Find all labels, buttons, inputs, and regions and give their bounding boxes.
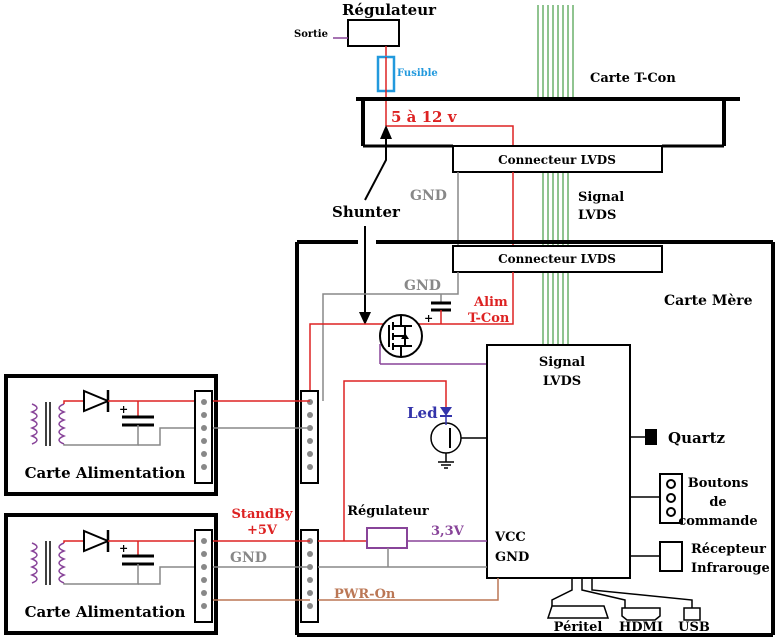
connector-bus-wire bbox=[551, 578, 573, 606]
chip-vcc-label: VCC bbox=[494, 530, 526, 545]
buttons-block bbox=[659, 473, 683, 524]
standby-label-1: StandBy bbox=[232, 507, 293, 522]
sortie-label: Sortie bbox=[294, 29, 328, 40]
mosfet-internals bbox=[388, 315, 412, 357]
signal-lvds-label-2: LVDS bbox=[578, 208, 616, 223]
recepteur-label-2: Infrarouge bbox=[691, 561, 770, 576]
boutons-label-3: commande bbox=[678, 514, 757, 529]
psu-bottom-connector bbox=[194, 529, 213, 623]
psu-bottom-diode bbox=[83, 529, 111, 553]
quartz-symbol bbox=[645, 429, 657, 445]
ir-receiver-symbol bbox=[659, 541, 683, 572]
led-label: Led bbox=[407, 404, 438, 422]
psu-top-cap-plus: + bbox=[119, 403, 128, 416]
mb-connector-top bbox=[300, 390, 319, 484]
gnd-mid-wire bbox=[322, 272, 459, 401]
boutons-label-1: Boutons bbox=[688, 476, 749, 491]
standby-label-2: +5V bbox=[247, 523, 278, 538]
chip-signal-label-2: LVDS bbox=[543, 374, 581, 389]
usb-connector-icon[interactable] bbox=[683, 607, 701, 621]
led-supply-wire bbox=[343, 380, 447, 541]
psu-top-gnd-out-wire bbox=[138, 427, 310, 446]
connector-bus-wire-3 bbox=[591, 578, 693, 608]
mosfet-diode bbox=[401, 333, 409, 339]
mb-connector-top-pins bbox=[307, 399, 313, 470]
shunter-label: Shunter bbox=[332, 203, 401, 221]
peritel-label: Péritel bbox=[554, 620, 603, 635]
gnd-mid-label: GND bbox=[404, 278, 441, 294]
psu-top-connector-pins bbox=[201, 399, 207, 470]
chip-signal-label-1: Signal bbox=[539, 355, 585, 370]
tcon-voltage-label: 5 à 12 v bbox=[391, 108, 458, 126]
lvds-signal-bundle bbox=[537, 5, 574, 345]
pwr-on-label: PWR-On bbox=[334, 587, 396, 602]
quartz-label: Quartz bbox=[668, 429, 726, 447]
lvds-connector-top bbox=[452, 145, 663, 173]
led-symbol bbox=[440, 407, 452, 416]
psu-bottom-board bbox=[4, 513, 218, 635]
cap-mid-plus: + bbox=[424, 312, 433, 325]
shunter-arrow-up bbox=[364, 131, 387, 201]
shunter-arrow-up-head bbox=[380, 125, 392, 139]
led-transistor bbox=[430, 422, 462, 454]
top-regulator-title: Régulateur bbox=[342, 1, 437, 19]
psu-bottom-sec-wire bbox=[63, 540, 84, 543]
hdmi-connector-icon[interactable] bbox=[621, 607, 661, 621]
alim-tcon-label-1: Alim bbox=[473, 295, 508, 310]
chip-gnd-label: GND bbox=[495, 550, 529, 565]
psu-top-diode bbox=[83, 389, 111, 413]
boutons-label-2: de bbox=[709, 495, 726, 510]
gnd-top-label: GND bbox=[410, 188, 447, 204]
tcon-title: Carte T-Con bbox=[590, 71, 676, 86]
carte-mere-title: Carte Mère bbox=[664, 293, 753, 309]
alim-tcon-label-2: T-Con bbox=[468, 311, 510, 326]
recepteur-label-1: Récepteur bbox=[691, 542, 766, 557]
psu-bottom-label: Carte Alimentation bbox=[25, 603, 186, 621]
button-1-icon bbox=[666, 479, 676, 489]
fusible-label: Fusible bbox=[397, 68, 438, 79]
mb-pwron-wire bbox=[318, 578, 499, 601]
shunter-arrow-down-head bbox=[359, 312, 371, 325]
bottom-regulator-label: Régulateur bbox=[347, 504, 429, 519]
peritel-connector-icon[interactable] bbox=[546, 605, 610, 619]
psu-top-label: Carte Alimentation bbox=[25, 464, 186, 482]
button-2-icon bbox=[666, 493, 676, 503]
lvds-connector-bottom-label: Connecteur LVDS bbox=[498, 252, 616, 266]
psu-top-sec-wire bbox=[63, 400, 84, 404]
main-chip bbox=[486, 344, 631, 579]
psu-top-gnd-wire bbox=[63, 425, 139, 446]
signal-lvds-label-1: Signal bbox=[578, 190, 624, 205]
bottom-regulator-box bbox=[366, 527, 408, 549]
usb-label: USB bbox=[678, 620, 710, 635]
ground-symbol bbox=[438, 461, 454, 469]
lvds-connector-bottom bbox=[452, 245, 663, 273]
psu-bottom-transformer bbox=[29, 542, 67, 584]
psu-bottom-connector-pins bbox=[201, 538, 207, 609]
connector-bus-wire-2 bbox=[581, 578, 626, 608]
lvds-connector-top-label: Connecteur LVDS bbox=[498, 153, 616, 167]
psu-top-transformer bbox=[29, 403, 67, 445]
psu-bottom-cap-plus: + bbox=[119, 542, 128, 555]
psu-top-board bbox=[4, 374, 218, 496]
psu-bottom-gnd-out-wire bbox=[138, 566, 310, 585]
v33-label: 3,3V bbox=[431, 524, 465, 539]
mb-connector-bottom bbox=[300, 529, 319, 623]
button-3-icon bbox=[666, 507, 676, 517]
psu-top-connector bbox=[194, 390, 213, 484]
hdmi-label: HDMI bbox=[619, 620, 663, 635]
top-regulator-box bbox=[347, 19, 400, 47]
psu-bottom-gnd-wire bbox=[63, 564, 139, 585]
gnd-bottom-label: GND bbox=[230, 550, 267, 566]
tcon-power-wire bbox=[386, 125, 514, 146]
